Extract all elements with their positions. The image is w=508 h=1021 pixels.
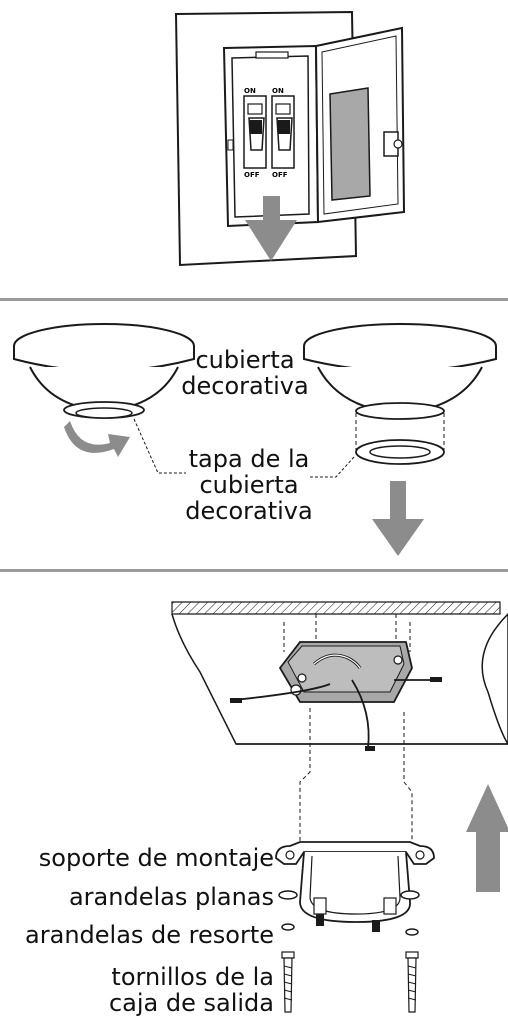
spring-washer-right [405, 928, 419, 936]
leader-line-cap-left [133, 418, 186, 474]
svg-text:OFF: OFF [244, 171, 260, 179]
label-flat-washers: arandelas planas [68, 883, 274, 911]
leader-line-cap-right [310, 456, 355, 478]
ceiling-joist [171, 601, 501, 615]
breaker-switch-right: ON OFF [271, 87, 295, 179]
breaker-box-illustration: ON OFF ON OFF [174, 10, 406, 267]
outlet-box [278, 641, 413, 703]
svg-text:ON: ON [244, 87, 256, 95]
down-arrow-icon [245, 196, 297, 261]
canopy-left [13, 323, 195, 419]
step2-cover-panel: cubierta decorativa tapa de la cubierta … [0, 301, 508, 569]
label-decorative-cover: cubierta decorativa [181, 346, 309, 400]
flat-washer-right [400, 890, 420, 900]
svg-text:ON: ON [272, 87, 284, 95]
label-spring-washers: arandelas de resorte [25, 921, 274, 949]
outlet-box-screw-left [281, 951, 295, 1013]
rotate-arrow-icon [64, 421, 130, 457]
label-mounting-bracket: soporte de montaje [38, 844, 274, 872]
down-arrow-icon [372, 481, 424, 556]
step1-breaker-panel: ON OFF ON OFF [0, 0, 508, 298]
svg-text:OFF: OFF [272, 171, 288, 179]
spring-washer-left [281, 923, 295, 931]
wire-left [233, 683, 331, 701]
step-divider [0, 569, 508, 572]
cover-removal-illustration [13, 323, 497, 556]
bracket-mounting-illustration [171, 601, 508, 1013]
up-arrow-icon [466, 784, 508, 892]
outlet-box-screw-right [405, 951, 419, 1013]
step-divider [0, 298, 508, 301]
wire-down [351, 679, 370, 749]
cover-cap [355, 439, 445, 465]
label-cover-cap: tapa de la cubierta decorativa [185, 445, 313, 525]
door-window [329, 87, 371, 201]
mounting-bracket [275, 841, 435, 932]
label-outlet-box-screws: tornillos de la caja de salida [108, 963, 274, 1017]
flat-washer-left [278, 890, 298, 900]
canopy-right [303, 323, 497, 420]
breaker-switch-left: ON OFF [243, 87, 267, 179]
step3-bracket-panel: soporte de montaje arandelas planas aran… [0, 572, 508, 1021]
